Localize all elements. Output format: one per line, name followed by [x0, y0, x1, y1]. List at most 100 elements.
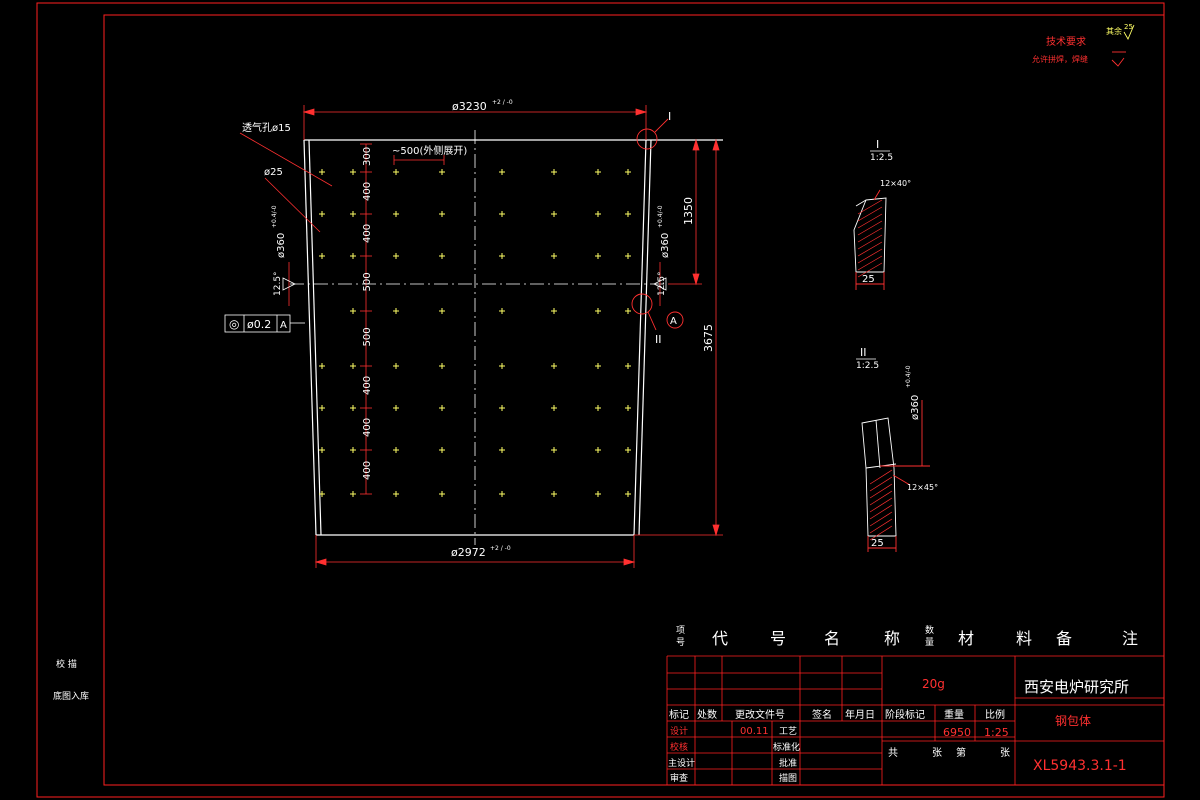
hole-marker — [393, 253, 399, 259]
vdim-label: 400 — [362, 376, 373, 395]
leader-vent-label: 透气孔ø15 — [242, 121, 291, 134]
detail1-scale: 1:2.5 — [870, 153, 893, 163]
hole-marker — [595, 169, 601, 175]
tb-header-cell: 号 — [770, 629, 786, 648]
tb-header-cell: 称 — [884, 629, 900, 648]
hole-marker — [393, 405, 399, 411]
hole-marker — [439, 363, 445, 369]
detail1-section — [853, 189, 887, 290]
hatch-line — [869, 469, 893, 485]
sheet-unit-1: 张 — [932, 747, 942, 759]
hole-marker — [393, 308, 399, 314]
rev-h-2: 更改文件号 — [735, 708, 785, 721]
role2-2: 批准 — [779, 757, 797, 769]
tech-req-title: 技术要求 — [1046, 35, 1086, 48]
material: 20g — [922, 677, 945, 691]
stage-label: 阶段标记 — [885, 708, 925, 721]
sheet-unit-2: 张 — [1000, 747, 1010, 759]
pitch-dim-label: ~500(外侧展开) — [392, 144, 467, 157]
hole-marker — [319, 491, 325, 497]
role2-0: 工艺 — [779, 726, 797, 737]
hole-marker — [551, 308, 557, 314]
hatch-line — [857, 199, 883, 215]
role2-1: 标准化 — [773, 741, 800, 753]
detail1-thickness: 25 — [862, 274, 875, 285]
hole-marker — [499, 491, 505, 497]
bottom-diameter-tol: +2 / -0 — [490, 545, 511, 552]
sheet-total: 共 — [888, 747, 898, 759]
hole-marker — [350, 253, 356, 259]
centerlines — [290, 130, 668, 545]
hole-marker — [625, 363, 631, 369]
top-diameter-dim — [302, 105, 648, 140]
tb-header-cell: 数 — [925, 624, 934, 636]
tb-header-cell: 材 — [958, 629, 974, 648]
hatch-line — [857, 234, 883, 250]
hole-marker — [350, 169, 356, 175]
detail2-title: II — [860, 346, 867, 359]
tolerance-symbol: ◎ — [229, 317, 239, 331]
angle-right: 12.5° — [657, 271, 667, 296]
roughness-label: 其余 — [1106, 26, 1122, 36]
hole-marker — [439, 405, 445, 411]
hatch-line — [857, 248, 883, 264]
hole-marker — [439, 308, 445, 314]
top-diameter-tol: +2 / -0 — [492, 99, 513, 106]
hole-marker — [551, 363, 557, 369]
hole-marker — [595, 253, 601, 259]
height-dims — [634, 138, 723, 537]
hole-marker — [499, 253, 505, 259]
tolerance-value: ø0.2 — [247, 318, 271, 331]
hole-marker — [551, 169, 557, 175]
hole-marker — [393, 363, 399, 369]
hole-marker — [439, 211, 445, 217]
hatch-line — [857, 262, 883, 278]
inner-frame — [103, 14, 1165, 786]
detail2-hatch — [869, 469, 893, 541]
bottom-diameter-label: ø2972 — [451, 546, 486, 559]
hole-marker — [439, 491, 445, 497]
hole-marker — [625, 253, 631, 259]
title-block-lines — [666, 655, 1164, 785]
hole-marker — [499, 308, 505, 314]
drawing-no: XL5943.3.1-1 — [1033, 758, 1127, 774]
hole-marker — [595, 405, 601, 411]
hole-dims — [288, 262, 661, 306]
detail2-dia: ø360 — [910, 395, 921, 420]
hole-marker — [499, 363, 505, 369]
pitch-dim — [393, 155, 445, 165]
hatch-line — [869, 497, 893, 513]
arrow-markers — [282, 277, 667, 291]
hatch-line — [857, 255, 883, 271]
detail1-title: I — [876, 138, 879, 151]
hole-marker — [350, 211, 356, 217]
hole-marker — [319, 253, 325, 259]
detail-tag-2: II — [655, 333, 662, 346]
hole-marker — [350, 447, 356, 453]
hatch-line — [857, 213, 883, 229]
design-code: 00.11 — [740, 726, 769, 737]
hole-dia-left: ø360 — [276, 233, 287, 258]
hole-marker — [393, 169, 399, 175]
tb-header-cell: 代 — [712, 629, 728, 648]
hatch-line — [869, 476, 893, 492]
angle-left: 12.5° — [273, 271, 283, 296]
rev-h-4: 年月日 — [845, 708, 875, 721]
detail-circles — [631, 118, 684, 331]
bottom-diameter-dim — [314, 535, 636, 568]
hatch-line — [857, 206, 883, 222]
datum-a: A — [670, 316, 677, 327]
hole-marker — [625, 447, 631, 453]
tb-header-cell: 量 — [925, 637, 934, 648]
vertical-chain-dims — [360, 143, 372, 495]
hole-marker — [551, 491, 557, 497]
detail1-hatch — [857, 199, 883, 278]
tech-req-line1: 允许拼焊，焊缝 — [1032, 54, 1088, 64]
detail2-dia-tol: +0.4/-0 — [905, 365, 912, 388]
detail1-chamfer: 12×40° — [880, 179, 911, 188]
hole-marker — [625, 308, 631, 314]
height-total-label: 3675 — [702, 324, 715, 352]
hole-marker — [439, 253, 445, 259]
vdim-label: 300 — [362, 147, 373, 166]
left-note-2: 底图入库 — [53, 690, 89, 702]
